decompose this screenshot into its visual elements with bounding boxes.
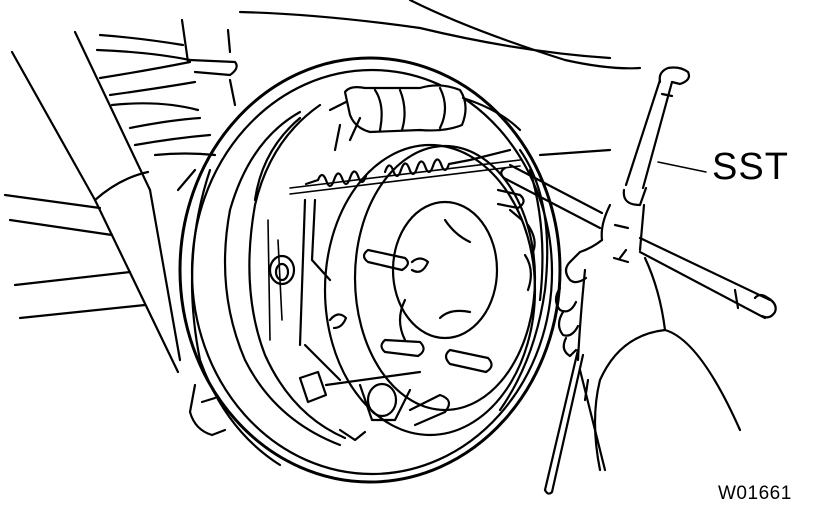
sst-tool[interactable] — [501, 68, 775, 319]
backing-plate — [180, 58, 560, 482]
lower-components — [270, 200, 449, 440]
brake-shoe-right — [500, 150, 547, 410]
spring-left — [306, 171, 366, 186]
suspension-structure — [5, 0, 640, 372]
axle-hub — [325, 145, 535, 435]
brake-shoe-left — [225, 100, 350, 445]
technician-hand — [545, 225, 740, 494]
wheel-cylinder — [335, 85, 520, 150]
sst-callout-label: SST — [712, 146, 789, 188]
figure-code: W01661 — [718, 483, 792, 504]
return-springs — [290, 150, 520, 194]
